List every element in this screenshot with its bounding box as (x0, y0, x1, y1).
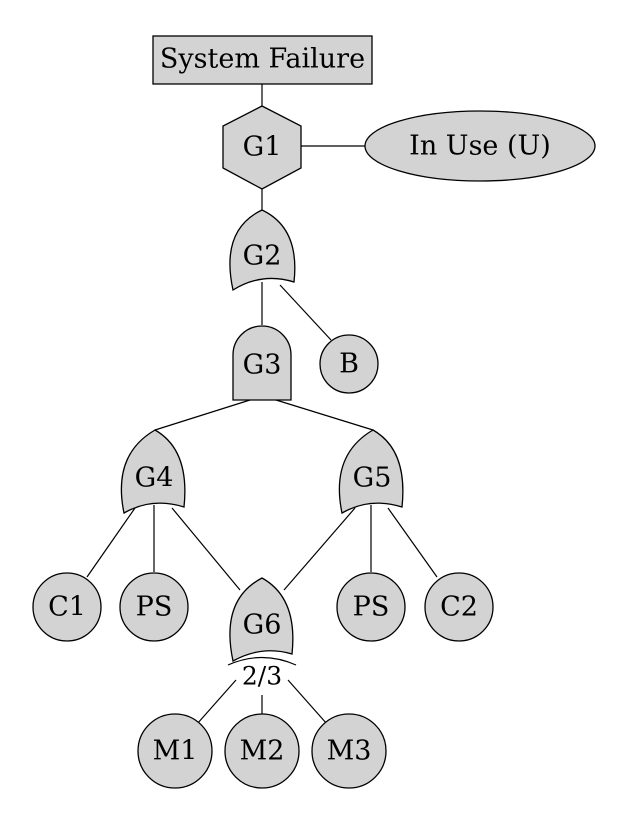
connectors (86, 84, 438, 725)
basic-event-c1: C1 (32, 572, 102, 642)
gate-g3-and: G3 (232, 325, 292, 401)
gate-g4-label: G4 (135, 463, 174, 494)
basic-event-m2: M2 (224, 713, 300, 789)
edge-g5-c2 (387, 507, 438, 578)
condition-ellipse: In Use (U) (364, 110, 596, 182)
basic-event-ps-left: PS (119, 572, 189, 642)
gate-g2-or: G2 (229, 209, 296, 292)
gate-g4-or: G4 (120, 429, 186, 515)
edge-g4-g6 (171, 507, 241, 591)
gate-g2-label: G2 (243, 241, 282, 272)
basic-event-m3-label: M3 (327, 736, 372, 767)
edge-g3-g5 (275, 399, 374, 431)
basic-event-b: B (319, 334, 379, 394)
basic-event-ps-left-label: PS (136, 592, 173, 623)
basic-event-b-label: B (339, 349, 359, 380)
basic-event-c1-label: C1 (48, 592, 86, 623)
basic-event-ps-right-label: PS (353, 592, 390, 623)
edge-g2-b (279, 284, 332, 341)
basic-event-m2-label: M2 (240, 736, 285, 767)
edge-g3-g4 (154, 399, 251, 431)
edge-g6-m1 (196, 679, 237, 725)
gate-g6-vote-label: 2/3 (242, 662, 282, 691)
top-event-label: System Failure (160, 44, 365, 75)
gate-g1-hexagon: G1 (222, 105, 302, 190)
basic-event-m1: M1 (137, 713, 213, 789)
gate-g3-label: G3 (243, 350, 282, 381)
basic-event-ps-right: PS (336, 572, 406, 642)
gate-g6-label: G6 (243, 610, 282, 641)
vote-arc (227, 656, 297, 666)
gate-g5-label: G5 (353, 463, 392, 494)
basic-event-c2-label: C2 (440, 592, 478, 623)
edge-g5-g6 (283, 507, 356, 591)
basic-event-m3: M3 (311, 713, 387, 789)
basic-event-m1-label: M1 (153, 736, 198, 767)
gate-g6-vote: G6 2/3 (227, 577, 297, 691)
gate-g5-or: G5 (338, 429, 404, 515)
gate-g1-label: G1 (243, 132, 282, 163)
basic-event-c2: C2 (424, 572, 494, 642)
vote-label-bg (238, 664, 286, 690)
top-event-box: System Failure (152, 35, 373, 85)
edge-g6-m3 (287, 679, 328, 725)
edge-g4-c1 (86, 507, 136, 578)
condition-label: In Use (U) (409, 131, 551, 162)
